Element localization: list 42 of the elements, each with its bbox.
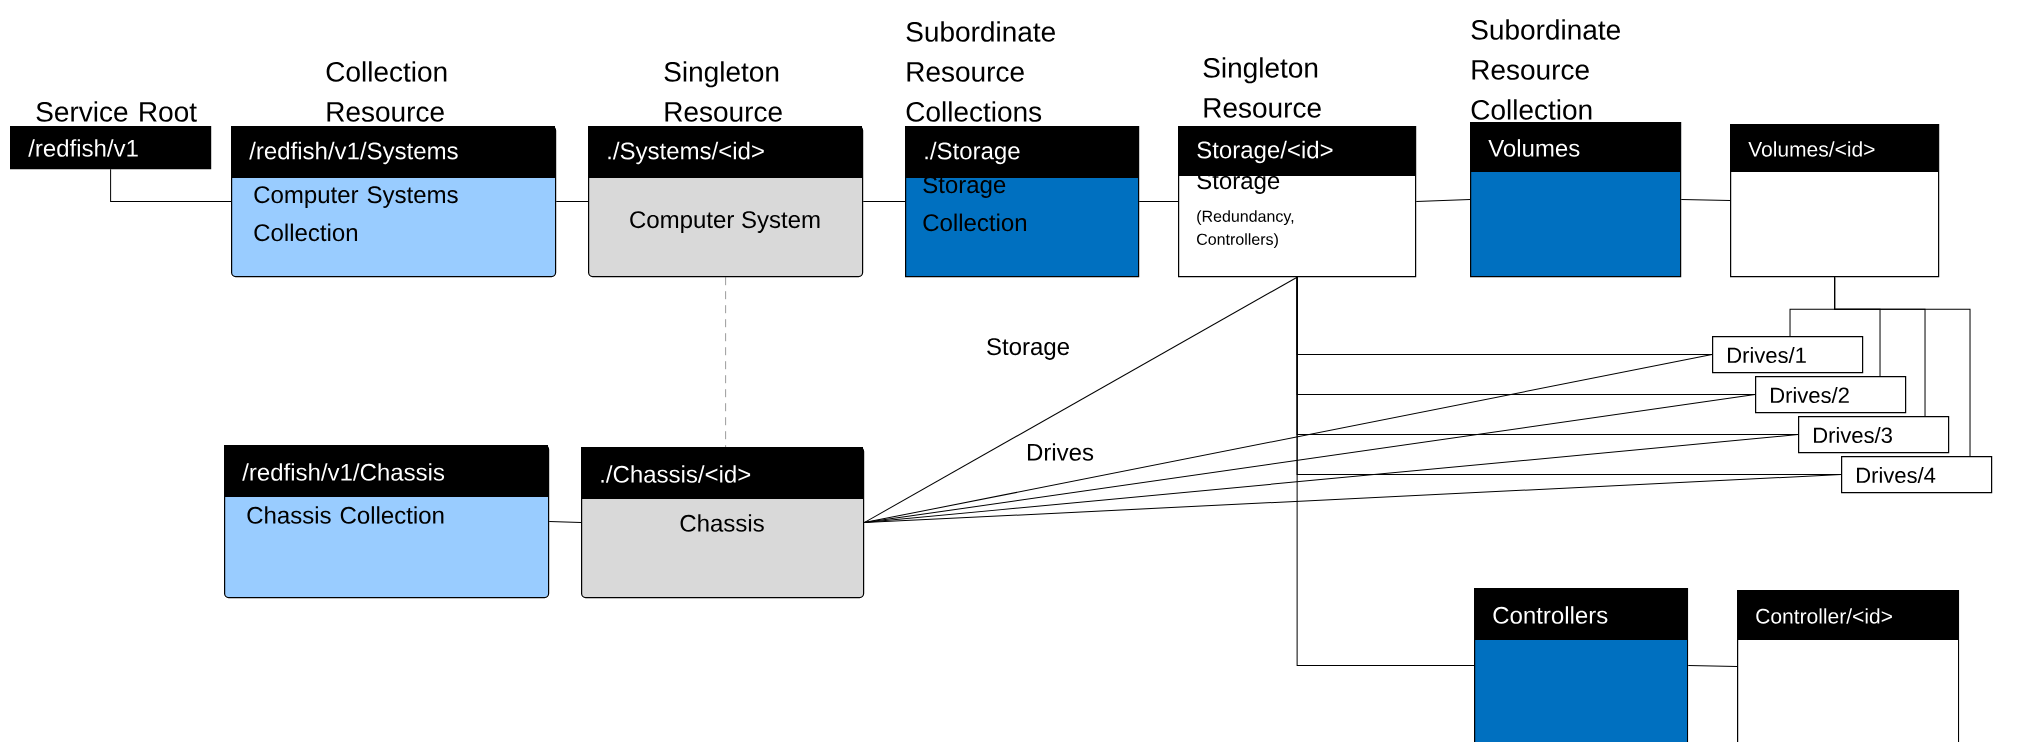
box-label: Drives/2 (1771, 386, 1849, 404)
box-label: Chassis (680, 514, 764, 532)
connector-line (1687, 665, 1738, 668)
connector-line (1296, 276, 1475, 667)
connector-line (862, 201, 906, 203)
box-label: Drives/3 (1814, 426, 1892, 444)
heading: Collection Resource (326, 61, 447, 122)
path-label: /redfish/v1/Systems (249, 141, 458, 165)
heading: Subordinate Resource Collections (906, 21, 1055, 122)
connector-line (110, 168, 232, 203)
path-label: /redfish/v1/Chassis (242, 463, 445, 481)
heading: Service Root (36, 101, 197, 122)
connector-line (1680, 199, 1731, 202)
edge-label: Drives (1023, 440, 1097, 464)
path-label: Controllers (1493, 606, 1608, 624)
heading: Subordinate Resource Collection (1471, 19, 1620, 120)
box-label: Drives/1 (1728, 346, 1806, 364)
connector-line (1415, 199, 1471, 203)
connector-line (863, 276, 1298, 524)
box-label: Computer Systems Collection (254, 186, 458, 242)
box-label: Computer System (630, 211, 820, 233)
path-label: Controller/<id> (1756, 608, 1892, 624)
connector-line (548, 521, 582, 524)
connector-line (555, 201, 589, 203)
box-label: Drives/4 (1857, 466, 1936, 484)
connector-line (725, 277, 726, 448)
edge-label: Storage (983, 335, 1074, 363)
heading: Singleton Resource (664, 61, 782, 122)
path-label: Volumes/<id> (1748, 141, 1875, 157)
heading: Singleton Resource (1203, 57, 1321, 118)
box-label: Chassis Collection (247, 506, 444, 524)
box-label: Storage Collection (923, 176, 1026, 232)
path-label: Storage/<id> (1197, 140, 1333, 164)
path-label: ./Storage (925, 141, 1020, 165)
path-label: ./Chassis/<id> (601, 465, 751, 483)
path-label: /redfish/v1 (28, 139, 138, 157)
box-note: (Redundancy, Controllers) (1197, 210, 1294, 249)
path-label: ./Systems/<id> (608, 141, 764, 165)
path-label: Volumes (1488, 139, 1580, 157)
connector-line (1138, 201, 1179, 203)
connector-line (863, 354, 1713, 524)
connector-line (1834, 276, 1971, 457)
